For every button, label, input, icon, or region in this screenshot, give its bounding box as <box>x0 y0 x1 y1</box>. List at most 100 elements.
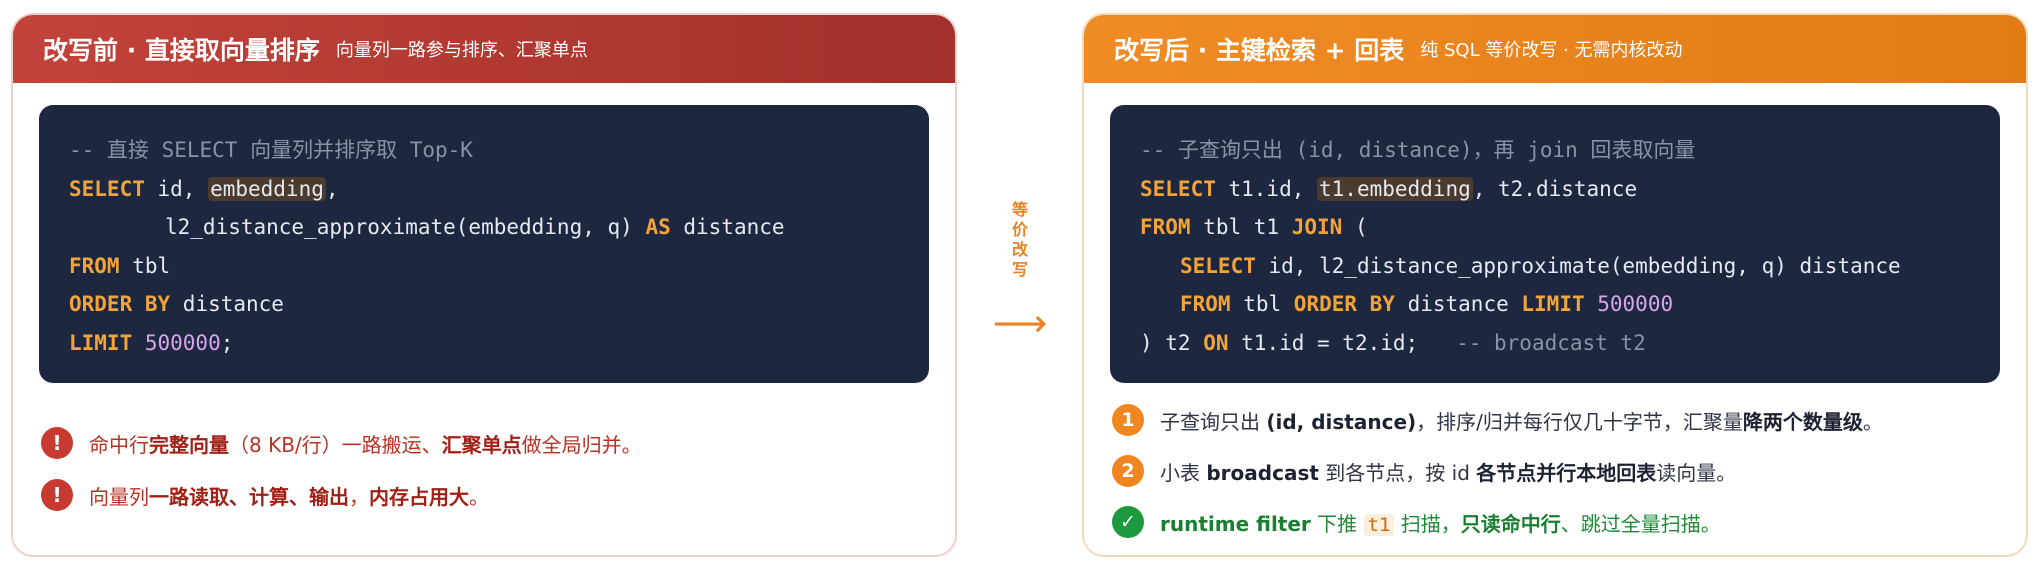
after-note-1: 1 子查询只出 (id, distance)，排序/归并每行仅几十字节，汇聚量降… <box>1112 404 1883 436</box>
before-subtitle: 向量列一路参与排序、汇聚单点 <box>335 40 588 61</box>
code-keyword: LIMIT <box>1521 292 1585 316</box>
code-comment: -- broadcast t2 <box>1456 330 1646 355</box>
check-icon: ✓ <box>1112 506 1144 538</box>
code-highlight-embedding: embedding <box>208 176 326 201</box>
note-part: 读向量。 <box>1656 460 1737 485</box>
note-emphasis: broadcast <box>1206 460 1319 485</box>
note-emphasis: 完整向量 <box>149 432 229 457</box>
table-tag: t1 <box>1363 513 1395 536</box>
code-text: ; <box>220 330 234 355</box>
note-part: 、跳过全量扫描。 <box>1560 511 1721 536</box>
before-code-block: -- 直接 SELECT 向量列并排序取 Top-K SELECT id, em… <box>39 105 929 383</box>
code-keyword: FROM <box>69 253 120 278</box>
note-part: 下推 <box>1310 511 1364 536</box>
before-note-1: ! 命中行完整向量（8 KB/行）一路搬运、汇聚单点做全局归并。 <box>41 427 642 459</box>
code-keyword: ORDER BY <box>69 292 171 316</box>
warning-icon: ! <box>41 427 73 459</box>
note-text: 小表 broadcast 到各节点，按 id 各节点并行本地回表读向量。 <box>1160 457 1736 486</box>
note-emphasis: 各节点并行本地回表 <box>1476 460 1657 485</box>
note-part: ， <box>349 484 369 509</box>
before-header: 改写前 · 直接取向量排序 向量列一路参与排序、汇聚单点 <box>13 15 955 83</box>
code-text: t1.id = t2.id; <box>1228 330 1457 355</box>
code-keyword: JOIN <box>1291 215 1343 239</box>
note-part: 到各节点，按 id <box>1318 460 1477 485</box>
code-keyword: SELECT <box>1180 253 1256 278</box>
code-text: tbl <box>1230 292 1294 316</box>
code-number: 500000 <box>1584 292 1674 316</box>
after-note-3: ✓ runtime filter 下推 t1 扫描，只读命中行、跳过全量扫描。 <box>1112 506 1721 538</box>
code-text: ( <box>1342 215 1368 239</box>
code-comment: -- 直接 SELECT 向量列并排序取 Top-K <box>69 138 473 162</box>
note-text: 命中行完整向量（8 KB/行）一路搬运、汇聚单点做全局归并。 <box>89 429 642 458</box>
code-text: distance <box>670 215 785 239</box>
code-line: FROM tbl t1 JOIN ( <box>1140 208 2000 247</box>
after-header: 改写后 · 主键检索 + 回表 纯 SQL 等价改写 · 无需内核改动 <box>1084 15 2026 83</box>
code-text: distance <box>170 292 284 316</box>
before-note-2: ! 向量列一路读取、计算、输出，内存占用大。 <box>41 479 489 511</box>
code-keyword: AS <box>645 215 671 239</box>
code-highlight-embedding: t1.embedding <box>1317 176 1473 201</box>
note-part: 小表 <box>1160 460 1207 485</box>
code-text: id, l2_distance_approximate(embedding, q… <box>1255 253 1901 278</box>
code-keyword: ORDER BY <box>1293 292 1395 316</box>
code-line: ORDER BY distance <box>69 285 929 324</box>
note-emphasis: runtime filter <box>1160 511 1311 536</box>
after-panel: 改写后 · 主键检索 + 回表 纯 SQL 等价改写 · 无需内核改动 -- 子… <box>1082 13 2028 557</box>
code-keyword: FROM <box>1140 215 1191 239</box>
after-subtitle: 纯 SQL 等价改写 · 无需内核改动 <box>1420 40 1683 61</box>
note-emphasis: 内存占用大 <box>369 484 469 509</box>
code-line: SELECT id, l2_distance_approximate(embed… <box>1140 247 2000 286</box>
step-2-badge: 2 <box>1112 455 1144 487</box>
transition-indicator: 等价改写 ⟶ <box>990 200 1050 342</box>
note-part: 。 <box>469 484 489 509</box>
note-part: 命中行 <box>89 432 149 457</box>
after-code-block: -- 子查询只出 (id, distance)，再 join 回表取向量 SEL… <box>1110 105 2000 383</box>
code-line: FROM tbl <box>69 247 929 286</box>
note-emphasis: (id, distance) <box>1266 409 1417 434</box>
note-text: 子查询只出 (id, distance)，排序/归并每行仅几十字节，汇聚量降两个… <box>1160 406 1883 435</box>
code-text: ) t2 <box>1140 330 1204 355</box>
code-text: id, <box>144 176 209 201</box>
after-note-2: 2 小表 broadcast 到各节点，按 id 各节点并行本地回表读向量。 <box>1112 455 1736 487</box>
note-part: 向量列 <box>89 484 149 509</box>
code-line: ) t2 ON t1.id = t2.id; -- broadcast t2 <box>1140 324 2000 363</box>
note-part: 。 <box>1862 409 1883 434</box>
transition-label: 等价改写 <box>1011 200 1028 279</box>
note-part: 做全局归并。 <box>521 432 642 457</box>
note-emphasis: 降两个数量级 <box>1742 409 1863 434</box>
code-keyword: SELECT <box>1140 176 1216 201</box>
code-line: SELECT t1.id, t1.embedding, t2.distance <box>1140 170 2000 209</box>
note-part: 扫描， <box>1394 511 1461 536</box>
code-text: t1.id, <box>1215 176 1318 201</box>
code-number: 500000 <box>132 330 221 355</box>
code-comment: -- 子查询只出 (id, distance)，再 join 回表取向量 <box>1140 138 1696 162</box>
code-line: -- 直接 SELECT 向量列并排序取 Top-K <box>69 131 929 170</box>
note-text: runtime filter 下推 t1 扫描，只读命中行、跳过全量扫描。 <box>1160 508 1721 537</box>
note-text: 向量列一路读取、计算、输出，内存占用大。 <box>89 481 489 510</box>
code-text: tbl <box>119 253 171 278</box>
note-part: 子查询只出 <box>1160 409 1267 434</box>
code-keyword: LIMIT <box>69 330 133 355</box>
before-title: 改写前 · 直接取向量排序 <box>43 36 320 65</box>
note-part: （8 KB/行）一路搬运、 <box>229 432 442 457</box>
code-text: l2_distance_approximate(embedding, q) <box>165 215 646 239</box>
code-text: distance <box>1394 292 1522 316</box>
before-panel: 改写前 · 直接取向量排序 向量列一路参与排序、汇聚单点 -- 直接 SELEC… <box>11 13 957 557</box>
code-text: tbl t1 <box>1190 215 1292 239</box>
note-emphasis: 只读命中行 <box>1460 511 1561 536</box>
note-emphasis: 汇聚单点 <box>441 432 522 457</box>
code-keyword: FROM <box>1180 292 1231 316</box>
code-line: l2_distance_approximate(embedding, q) AS… <box>69 208 929 247</box>
code-text: , <box>325 176 339 201</box>
arrow-right-icon: ⟶ <box>992 301 1048 345</box>
step-1-badge: 1 <box>1112 404 1144 436</box>
warning-icon: ! <box>41 479 73 511</box>
code-keyword: ON <box>1203 330 1229 355</box>
code-keyword: SELECT <box>69 176 145 201</box>
note-emphasis: 一路读取、计算、输出 <box>149 484 349 509</box>
after-title: 改写后 · 主键检索 + 回表 <box>1114 36 1405 65</box>
code-line: -- 子查询只出 (id, distance)，再 join 回表取向量 <box>1140 131 2000 170</box>
code-line: FROM tbl ORDER BY distance LIMIT 500000 <box>1140 285 2000 324</box>
note-part: ，排序/归并每行仅几十字节，汇聚量 <box>1416 409 1743 434</box>
code-line: LIMIT 500000; <box>69 324 929 363</box>
